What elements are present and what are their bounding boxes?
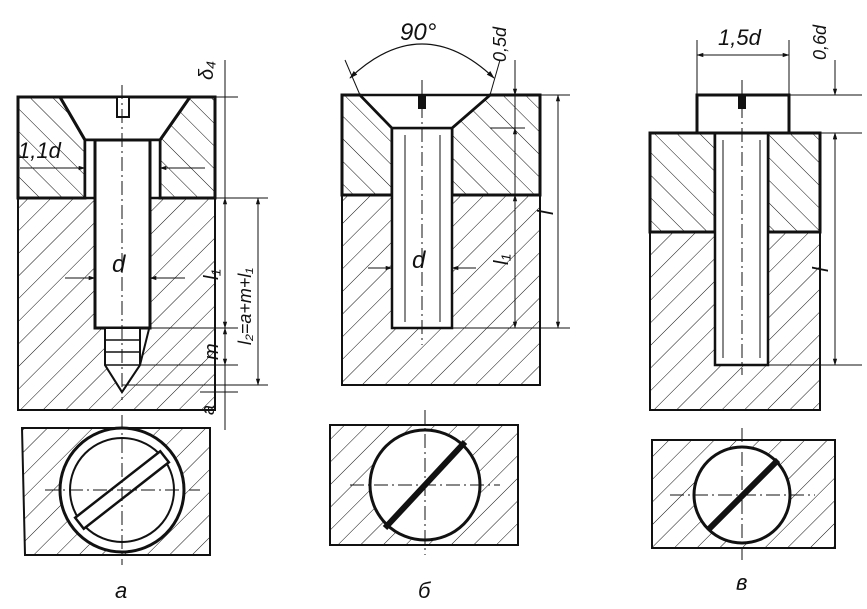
dim-l-b: l — [533, 209, 558, 215]
dim-delta: δ₄ — [196, 61, 218, 80]
screw-head-b — [357, 93, 494, 130]
caption-a: а — [115, 578, 127, 603]
figure-b: 90° 0,5d d l₁ l б — [329, 19, 570, 603]
caption-b: б — [418, 578, 432, 603]
upper-plate-c — [648, 131, 717, 234]
dim-angle: 90° — [400, 19, 437, 46]
dim-head-w: 1,5d — [718, 25, 762, 50]
dim-a: a — [198, 405, 218, 415]
dim-d-b: d — [412, 247, 426, 274]
dim-clearance: 1,1d — [18, 138, 62, 163]
dim-l-c: l — [808, 266, 833, 272]
dim-m: m — [201, 343, 223, 360]
dim-head-h-c: 0,6d — [810, 24, 830, 60]
figure-a: δ₄ 1,1d d l₁ l₂=a+m+l₁ m a а — [16, 60, 268, 603]
dim-l1: l₁ — [201, 269, 223, 280]
dim-l1-b: l₁ — [491, 254, 513, 265]
caption-c: в — [736, 570, 747, 595]
dim-d: d — [112, 251, 126, 278]
dim-l2: l₂=a+m+l₁ — [235, 268, 255, 345]
dim-head-h: 0,5d — [490, 26, 510, 62]
figure-c: 1,5d 0,6d l в — [648, 24, 862, 595]
